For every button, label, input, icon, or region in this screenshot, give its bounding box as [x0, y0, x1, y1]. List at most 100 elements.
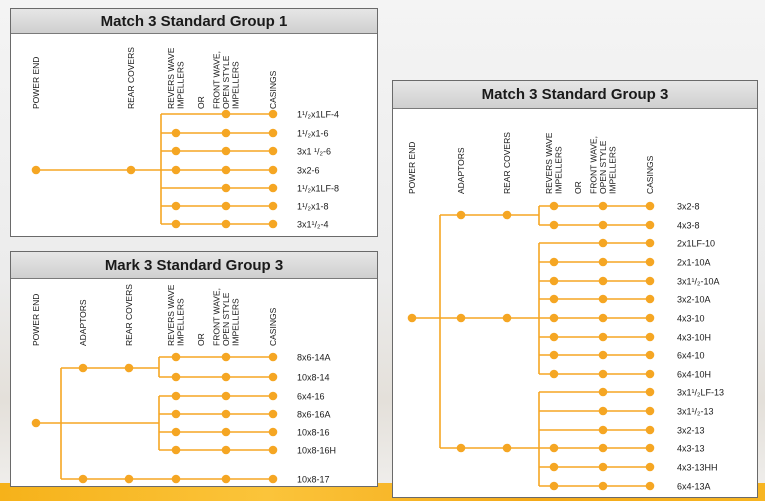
node-dot: [221, 201, 231, 211]
node-dot: [549, 313, 559, 323]
column-header-line: FRONT WAVE,: [211, 51, 221, 109]
node-dot: [549, 481, 559, 491]
column-header-line: OPEN STYLE: [598, 140, 608, 194]
node-dot: [598, 276, 608, 286]
column-header-line: IMPELLERS: [554, 146, 564, 194]
node-dot: [268, 146, 278, 156]
casing-label: 4x3-10H: [677, 333, 711, 343]
node-dot: [221, 372, 231, 382]
node-dot: [268, 391, 278, 401]
node-dot: [221, 474, 231, 484]
node-dot: [171, 427, 181, 437]
node-dot: [31, 165, 41, 175]
casing-label: 4x3-10: [677, 314, 705, 324]
column-header: POWER END: [31, 57, 41, 109]
column-header-line: IMPELLERS: [230, 61, 240, 109]
column-header: OR: [196, 333, 206, 346]
column-header-line: ADAPTORS: [456, 147, 466, 194]
casing-label: 2x1LF-10: [677, 239, 715, 249]
panel-title: Match 3 Standard Group 3: [393, 81, 757, 109]
column-header-line: IMPELLERS: [176, 298, 186, 346]
node-dot: [598, 387, 608, 397]
column-header-line: REVERS WAVE: [166, 47, 176, 109]
node-dot: [221, 146, 231, 156]
node-dot: [645, 276, 655, 286]
panel-title: Mark 3 Standard Group 3: [11, 252, 377, 279]
casing-label: 8x6-14A: [297, 353, 331, 363]
column-header-line: REAR COVERS: [126, 47, 136, 109]
casing-label: 3x2-10A: [677, 295, 711, 305]
node-dot: [549, 257, 559, 267]
node-dot: [645, 201, 655, 211]
column-header: REAR COVERS: [126, 47, 136, 109]
casing-label: 10x8-17: [297, 475, 330, 485]
node-dot: [645, 443, 655, 453]
node-dot: [645, 238, 655, 248]
node-dot: [221, 352, 231, 362]
node-dot: [268, 352, 278, 362]
node-dot: [126, 165, 136, 175]
column-header: OR: [196, 96, 206, 109]
column-header: ADAPTORS: [78, 299, 88, 346]
node-dot: [268, 372, 278, 382]
node-dot: [268, 427, 278, 437]
node-dot: [598, 443, 608, 453]
casing-label: 6x4-13A: [677, 482, 711, 492]
node-dot: [221, 391, 231, 401]
column-header-line: OPEN STYLE: [221, 55, 231, 109]
column-header-line: CASINGS: [268, 307, 278, 346]
node-dot: [171, 372, 181, 382]
casing-label: 4x3-8: [677, 221, 700, 231]
column-header: OR: [573, 181, 583, 194]
column-header-line: CASINGS: [268, 70, 278, 109]
node-dot: [124, 363, 134, 373]
node-dot: [78, 363, 88, 373]
node-dot: [645, 257, 655, 267]
node-dot: [456, 210, 466, 220]
node-dot: [598, 238, 608, 248]
casing-label: 3x1 ¹/₂-6: [297, 147, 331, 157]
casing-label: 1¹/₂x1-6: [297, 129, 329, 139]
casing-label: 3x2-13: [677, 426, 705, 436]
node-dot: [549, 443, 559, 453]
casing-label: 4x3-13: [677, 444, 705, 454]
node-dot: [171, 128, 181, 138]
node-dot: [268, 128, 278, 138]
node-dot: [598, 369, 608, 379]
casing-label: 2x1-10A: [677, 258, 711, 268]
casing-label: 6x4-10: [677, 351, 705, 361]
column-header-line: OPEN STYLE: [221, 292, 231, 346]
casing-label: 1¹/₂x1LF-4: [297, 110, 339, 120]
node-dot: [645, 220, 655, 230]
column-header-line: OR: [196, 96, 206, 109]
node-dot: [549, 201, 559, 211]
node-dot: [268, 201, 278, 211]
node-dot: [598, 201, 608, 211]
node-dot: [456, 313, 466, 323]
node-dot: [268, 445, 278, 455]
casing-label: 10x8-16H: [297, 446, 336, 456]
node-dot: [598, 294, 608, 304]
column-header-line: REAR COVERS: [124, 284, 134, 346]
casing-label: 3x2-6: [297, 166, 320, 176]
node-dot: [268, 109, 278, 119]
casing-label: 1¹/₂x1-8: [297, 202, 329, 212]
node-dot: [268, 409, 278, 419]
node-dot: [645, 462, 655, 472]
node-dot: [549, 220, 559, 230]
node-dot: [598, 257, 608, 267]
node-dot: [598, 481, 608, 491]
node-dot: [221, 445, 231, 455]
column-header-line: REVERS WAVE: [544, 132, 554, 194]
node-dot: [268, 219, 278, 229]
casing-label: 3x1¹/₂LF-13: [677, 388, 724, 398]
node-dot: [171, 474, 181, 484]
column-header-line: OR: [196, 333, 206, 346]
node-dot: [456, 443, 466, 453]
node-dot: [221, 427, 231, 437]
node-dot: [221, 165, 231, 175]
